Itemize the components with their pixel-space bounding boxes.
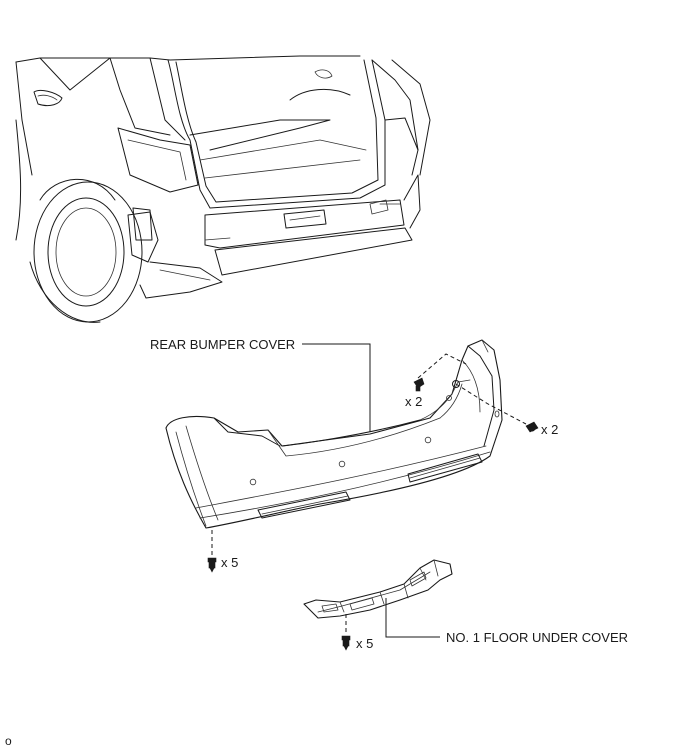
clip-bottom-quantity: x 5: [356, 636, 373, 651]
clip-icon: [341, 635, 351, 651]
vehicle-rear-illustration-icon: [15, 55, 431, 323]
floor-under-cover-icon: [303, 559, 453, 619]
rear-bumper-cover-icon: [165, 339, 503, 529]
clip-icon: [413, 377, 425, 392]
screw-icon: [525, 421, 539, 433]
screw-bottom-left-quantity: x 5: [221, 555, 238, 570]
screw-right-quantity: x 2: [541, 422, 558, 437]
rear-bumper-cover-label: REAR BUMPER COVER: [150, 337, 295, 352]
floor-under-cover-label: NO. 1 FLOOR UNDER COVER: [446, 630, 628, 645]
clip-upper-quantity: x 2: [405, 394, 422, 409]
screw-icon: [207, 557, 217, 573]
figure-id: o: [5, 734, 12, 748]
